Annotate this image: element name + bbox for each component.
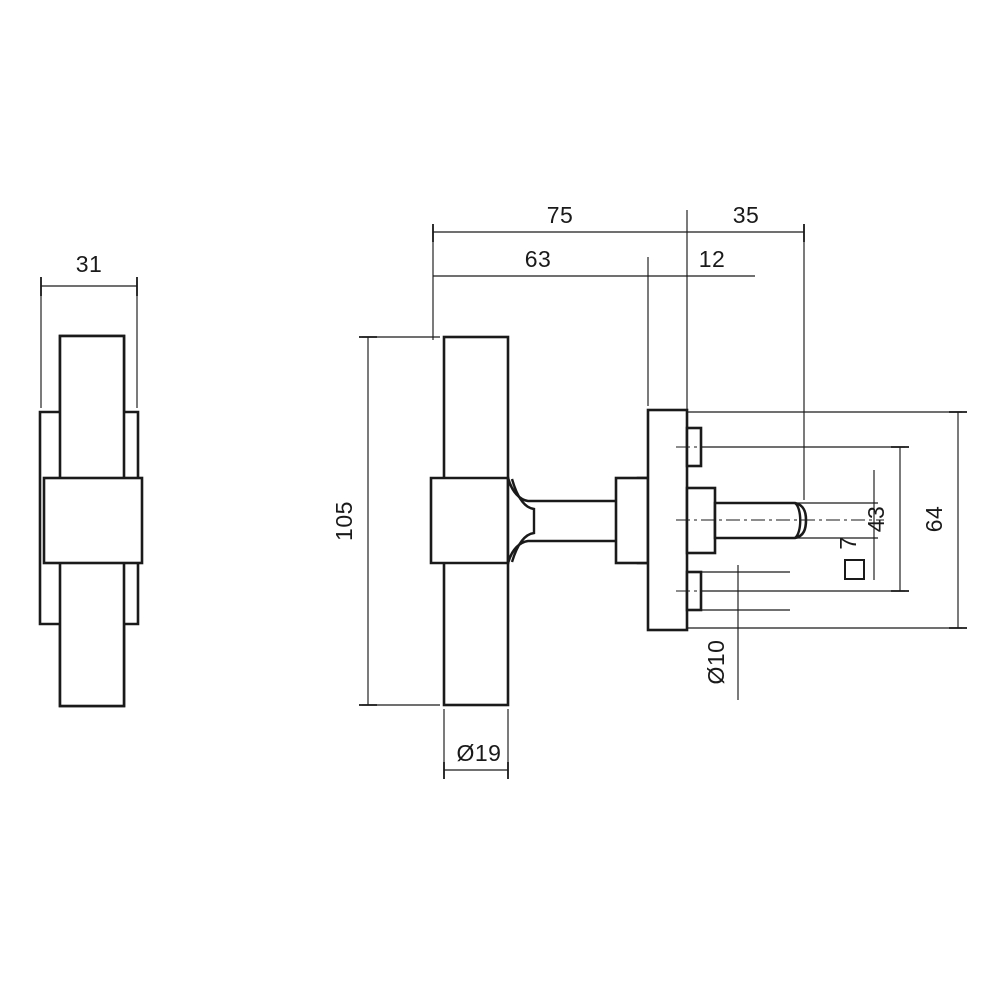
dim-label-63: 63 [525,246,552,272]
front-view-group [429,335,808,707]
bar-diameter-dimension-group: Ø19 [443,709,509,779]
top-dimensions-group: 75 35 63 12 [432,202,805,500]
dim-label-7: 7 [835,536,861,549]
dim-label-43: 43 [863,506,889,533]
front-view-neck-fillet [510,478,536,563]
dim-label-35: 35 [733,202,760,228]
dim-label-31: 31 [76,251,103,277]
side-view-group: 31 [38,251,144,708]
front-view-collar [614,476,650,565]
dim-label-dia10: Ø10 [703,640,729,685]
front-view-spindle-end-arc [794,502,802,539]
dim-label-75: 75 [547,202,574,228]
square-symbol-icon [844,559,865,580]
front-view-neck-boss [429,476,510,565]
right-dimensions-group: 43 64 7 Ø10 [676,411,967,700]
dim-label-19: Ø19 [457,740,502,766]
height-dimension-group: 105 [331,336,440,706]
dim-label-12: 12 [699,246,726,272]
dim-label-105: 105 [331,501,357,541]
side-view-center-boss [42,476,144,565]
dim-label-64: 64 [921,506,947,533]
